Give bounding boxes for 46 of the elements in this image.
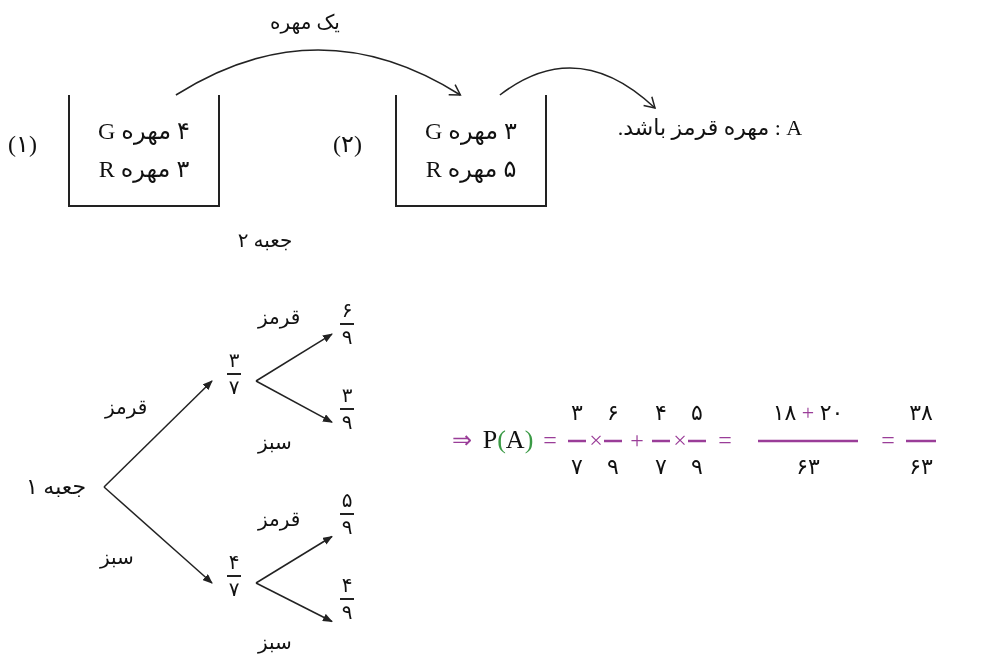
times-sign: × — [673, 428, 687, 452]
fraction: ۴ ۷ — [212, 552, 256, 614]
item-count-text: ۴ مهره G — [98, 117, 190, 145]
box-number: (۲) — [333, 130, 362, 158]
arrow — [255, 380, 333, 423]
equals-sign: = — [718, 428, 732, 452]
denominator: ۹ — [607, 456, 619, 478]
fraction: ۴ ۹ — [332, 575, 362, 637]
arrow — [255, 582, 333, 623]
denominator: ۷ — [655, 456, 667, 478]
numerator: ۳۸ — [909, 402, 933, 424]
times-sign: × — [589, 428, 603, 452]
item-count-text: ۳ مهره R — [98, 155, 190, 183]
container-box — [395, 95, 547, 207]
fraction: ۳ ۷ — [212, 350, 256, 412]
implies-symbol: ⇒ — [451, 428, 473, 452]
equals-sign: = — [543, 428, 557, 452]
arrow — [499, 67, 656, 109]
numerator: ۱۸ + ۲۰ — [772, 402, 844, 424]
arrow — [255, 333, 333, 382]
fraction: ۵ ۹ — [332, 490, 362, 552]
denominator: ۶۳ — [909, 456, 933, 478]
fraction: ۳ ۹ — [332, 385, 362, 447]
arrow — [103, 486, 213, 584]
numerator: ۶ — [607, 402, 619, 424]
node-text: A : مهره قرمز باشد. — [585, 108, 835, 148]
arrow — [103, 380, 213, 488]
numerator: ۳ — [571, 402, 583, 424]
item-count-text: ۳ مهره G — [425, 117, 517, 145]
plus-sign: + — [630, 428, 644, 452]
node-text: جعبه ۱ — [8, 470, 104, 504]
numerator: ۵ — [691, 402, 703, 424]
box-number: (۱) — [8, 130, 37, 158]
box-label: جعبه ۲ — [237, 230, 293, 250]
denominator: ۶۳ — [796, 456, 820, 478]
item-count-text: ۵ مهره R — [425, 155, 517, 183]
probability-expression: P(A) — [482, 427, 534, 453]
edge-label: یک مهره — [270, 10, 340, 34]
denominator: ۷ — [571, 456, 583, 478]
numerator: ۴ — [655, 402, 667, 424]
container-box — [68, 95, 220, 207]
denominator: ۹ — [691, 456, 703, 478]
arrow — [175, 49, 462, 96]
equals-sign: = — [881, 428, 895, 452]
fraction: ۶ ۹ — [332, 300, 362, 362]
arrow — [255, 535, 333, 584]
